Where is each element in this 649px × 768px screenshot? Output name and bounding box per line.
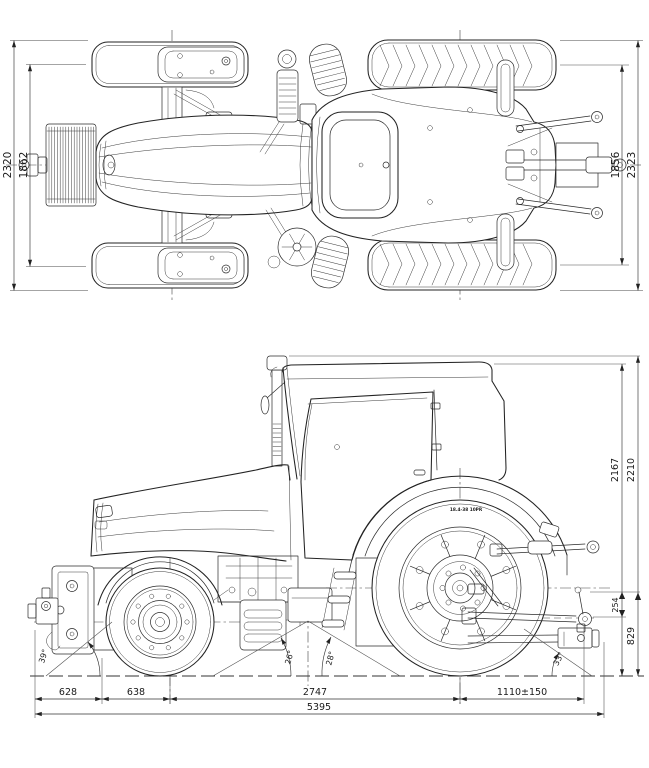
front-wheel-bottom (91, 242, 249, 289)
angle-departure: 33° (552, 651, 566, 668)
battery-box (239, 599, 287, 651)
dim-rear-overall-width: 2323 (626, 152, 638, 179)
door-hinge-upper (430, 402, 441, 410)
dim-front-overhang: 628 (59, 687, 77, 698)
side-view: 18.4-38 10PR (27, 355, 644, 718)
three-point-hitch-plan (505, 111, 627, 219)
dim-rear-track-width: 1856 (610, 151, 622, 178)
angle-approach: 39° (37, 648, 50, 664)
rear-pillar (491, 380, 507, 481)
top-view-dimensions: 2320 1862 1856 2323 (2, 40, 643, 291)
hood-plan (95, 114, 313, 216)
side-mirror-icon (260, 395, 270, 415)
hood-side (90, 464, 292, 562)
top-view: 2320 1862 1856 2323 (2, 30, 644, 300)
lower-link-ball (578, 612, 592, 626)
dim-overall-length: 5395 (307, 702, 331, 713)
drawbar-clevis (557, 627, 593, 649)
clearance-angles: 39° 26° 28° 33° (37, 620, 593, 677)
dim-front-overall-width: 2320 (2, 152, 14, 179)
door-handle (413, 469, 426, 476)
angle-ramp-front: 26° (283, 649, 295, 665)
engine-machinery (217, 555, 427, 651)
rear-wheel-bottom (367, 239, 557, 291)
dim-drawbar-step: 254 (611, 597, 620, 612)
dim-front-axle-offset: 638 (127, 687, 145, 698)
side-view-dimensions: 2167 2210 254 829 628 638 2747 1110±150 … (34, 355, 642, 718)
door-hinge-lower (431, 443, 442, 451)
roof (282, 361, 493, 382)
dim-hitch-lift-height: 829 (626, 627, 637, 645)
mirror-icon (277, 49, 297, 69)
dim-overall-height: 2210 (626, 458, 637, 482)
front-wheel-side (105, 567, 215, 677)
dim-cab-height: 2167 (610, 458, 621, 482)
belly-tank (287, 587, 333, 623)
front-wheel-top (91, 41, 249, 88)
rear-wheel-top (367, 39, 557, 91)
intake-and-fan (265, 207, 349, 289)
dim-wheelbase: 2747 (303, 687, 327, 698)
angle-ramp-rear: 28° (324, 650, 336, 666)
rear-tire-marking: 18.4-38 10PR (450, 507, 483, 513)
dim-rear-hitch-reach: 1110±150 (497, 687, 547, 698)
rear-hitch-side (461, 540, 600, 649)
cab (260, 355, 507, 561)
dim-front-track-width: 1862 (18, 152, 30, 179)
sunroof-hatch (321, 111, 399, 219)
exhaust-cap (266, 355, 288, 371)
cab-door (300, 391, 434, 561)
front-fender (97, 556, 229, 606)
rear-marker-light (539, 521, 560, 538)
top-link-ball (586, 540, 600, 554)
exhaust-stack (271, 369, 283, 467)
headlight-icon (95, 504, 113, 519)
rear-wheel-side: 18.4-38 10PR (371, 499, 549, 677)
cab-and-rear-body (308, 59, 557, 271)
a-pillar (282, 367, 298, 480)
front-ballast-weights (18, 123, 97, 207)
